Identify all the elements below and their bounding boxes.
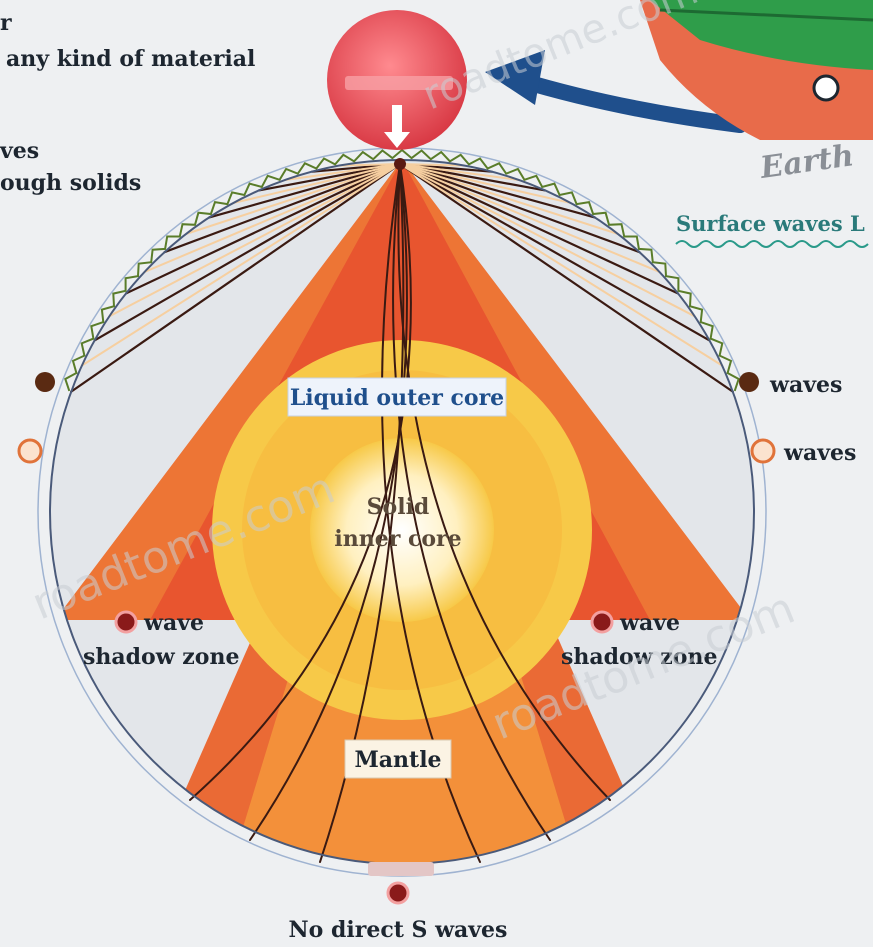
- left-shadow-zone-label: shadow zone: [83, 644, 239, 670]
- p-wave-dot-icon: [592, 612, 612, 632]
- bottom-caption: No direct S waves: [289, 917, 508, 943]
- mantle-label: Mantle: [354, 747, 441, 773]
- solid-inner-core-label-1: Solid: [367, 494, 430, 520]
- top-left-text-4: ough solids: [0, 170, 141, 196]
- surface-wave-underline: [676, 241, 868, 247]
- earth-partial-label: Earth: [757, 138, 856, 186]
- s-wave-ring-icon: [752, 440, 774, 462]
- right-s-waves-label: waves: [783, 440, 856, 466]
- solid-inner-core-label-2: inner core: [334, 526, 461, 552]
- right-p-waves-label: waves: [769, 372, 842, 398]
- s-wave-ring-icon: [19, 440, 41, 462]
- p-wave-dot-icon: [35, 372, 55, 392]
- p-wave-dot-icon: [739, 372, 759, 392]
- surface-waves-label: Surface waves L: [676, 211, 865, 236]
- p-wave-dot-icon: [116, 612, 136, 632]
- p-wave-dot-icon: [388, 883, 408, 903]
- left-shadow-wave-label: wave: [143, 610, 204, 636]
- top-left-text-1: r: [0, 10, 12, 36]
- hypocenter-dot: [394, 158, 406, 170]
- liquid-outer-core-label: Liquid outer core: [290, 385, 504, 411]
- top-left-text-2: any kind of material: [6, 46, 255, 72]
- top-left-text-3: ves: [0, 138, 39, 164]
